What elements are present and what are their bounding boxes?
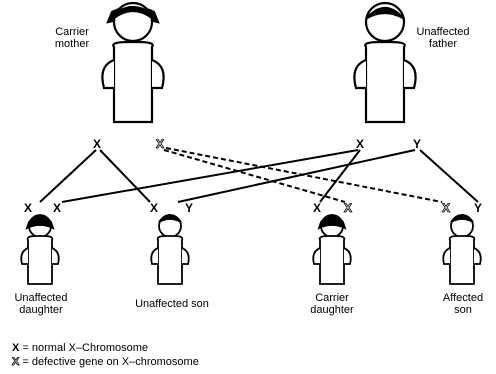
mother-figure	[101, 1, 165, 124]
son1-chromosome-x: X	[150, 201, 159, 215]
mother-chromosome-x: X	[93, 137, 102, 151]
mother-chromosome-defective-x: X	[156, 137, 165, 151]
label-unaffected-daughter: Unaffected daughter	[14, 292, 68, 316]
father-hair	[366, 6, 404, 19]
mother-left-arm	[101, 58, 115, 90]
line-defective-x-to-son2	[165, 147, 443, 203]
line-father-x-to-daughter2	[319, 149, 361, 203]
son2-chromosome-y: Y	[474, 201, 483, 215]
father-chromosome-y: Y	[413, 137, 422, 151]
son1-chromosome-y: Y	[185, 201, 194, 215]
mother-hair-top	[112, 5, 154, 21]
daughter1-chromosome-x-maternal: X	[24, 201, 33, 215]
mother-label: Carrier mother	[54, 26, 90, 50]
line-father-y-to-son1	[177, 149, 416, 203]
line-defective-x-to-daughter2	[163, 149, 346, 203]
child-affected-son	[442, 214, 482, 285]
legend-defective-symbol: X	[12, 356, 20, 369]
child-unaffected-daughter	[20, 214, 60, 285]
line-father-y-to-son2	[419, 149, 479, 203]
daughter2-chromosome-defective-x: X	[344, 201, 353, 215]
father-body	[364, 40, 406, 124]
father-label: Unaffected father	[416, 26, 470, 50]
father-right-arm	[403, 58, 417, 90]
line-mother-x-to-son1	[99, 149, 151, 203]
legend-defective: X = defective gene on X–chromosome	[12, 356, 199, 369]
line-father-x-to-daughter1	[61, 149, 359, 203]
child-carrier-daughter	[312, 214, 352, 285]
legend-defective-text: = defective gene on X–chromosome	[22, 356, 199, 368]
father-chromosome-x: X	[356, 137, 365, 151]
legend-normal-text: = normal X–Chromosome	[22, 342, 149, 354]
legend-normal-symbol: X	[12, 342, 20, 354]
label-carrier-daughter: Carrier daughter	[310, 292, 354, 316]
dashed-inheritance-lines	[163, 147, 443, 203]
father-left-arm	[353, 58, 367, 90]
solid-inheritance-lines	[39, 149, 479, 203]
father-figure	[353, 1, 417, 124]
legend-normal: X = normal X–Chromosome	[12, 342, 148, 355]
child-unaffected-son	[150, 214, 190, 285]
daughter2-chromosome-x-paternal: X	[313, 201, 322, 215]
daughter1-chromosome-x-paternal: X	[53, 201, 62, 215]
son2-chromosome-defective-x: X	[442, 201, 451, 215]
mother-right-arm	[151, 58, 165, 90]
mother-body	[112, 40, 154, 124]
label-affected-son: Affected son	[442, 292, 484, 316]
line-mother-x-to-daughter1	[39, 149, 97, 203]
label-unaffected-son: Unaffected son	[135, 298, 209, 310]
